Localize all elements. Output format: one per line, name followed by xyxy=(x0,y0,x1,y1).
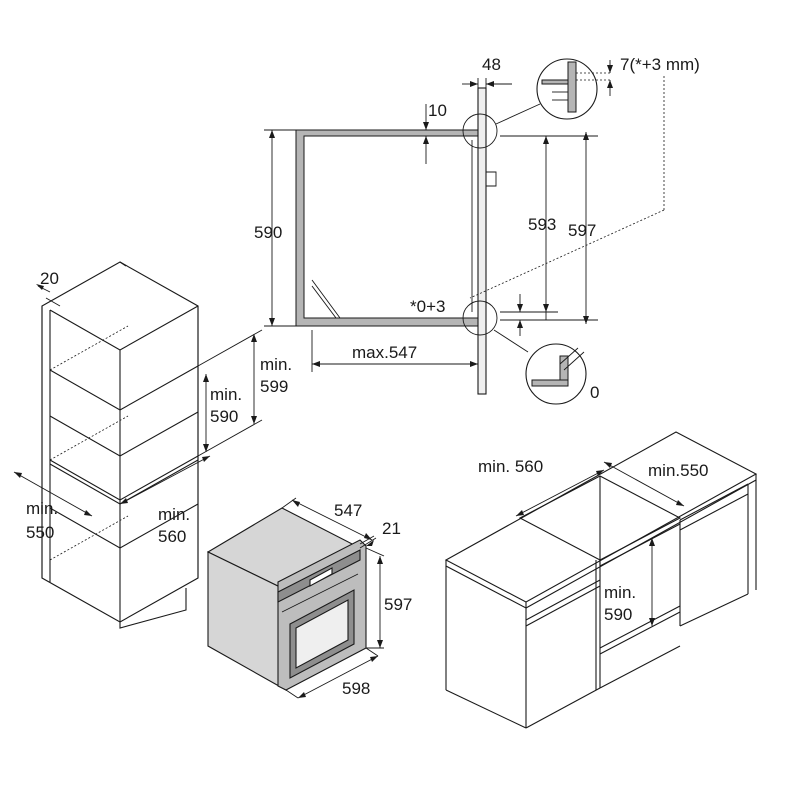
label-tall-min-599-b: 599 xyxy=(260,377,288,396)
detail-circle-bottom xyxy=(462,300,498,336)
label-tall-panel: 20 xyxy=(40,269,59,288)
label-top-depth: 10 xyxy=(428,101,447,120)
tall-unit-cabinet: 20 min. 599 min. 590 min. 550 min. 560 xyxy=(13,261,292,629)
oven-handle-section xyxy=(486,171,497,187)
leader-bottom xyxy=(493,329,529,353)
label-tall-min-590-a: min. xyxy=(210,385,242,404)
niche-section-walls xyxy=(295,129,479,327)
base-counter-unit: min. 560 min.550 min. 590 xyxy=(444,431,758,729)
niche-inner-diagonal-2 xyxy=(311,285,337,319)
label-counter-min-550: min.550 xyxy=(648,461,708,480)
oven-front-plate-section xyxy=(477,87,487,395)
label-height-593: 593 xyxy=(528,215,556,234)
label-tolerance: *0+3 xyxy=(410,297,445,316)
detail-circle-top xyxy=(462,113,498,149)
label-tall-min-590-b: 590 xyxy=(210,407,238,426)
niche-cross-section: 48 7(*+3 mm) 10 590 593 597 *0+3 max.547… xyxy=(254,55,700,405)
label-tall-min-560-b: 560 xyxy=(158,527,186,546)
oven-unit: 547 21 597 598 xyxy=(206,497,412,699)
label-tall-min-550-a: min. xyxy=(26,499,58,518)
label-tall-min-560-a: min. xyxy=(158,505,190,524)
label-counter-min-590-b: 590 xyxy=(604,605,632,624)
label-oven-width: 598 xyxy=(342,679,370,698)
leader-top xyxy=(495,103,541,125)
label-niche-height: 590 xyxy=(254,223,282,242)
label-counter-min-560: min. 560 xyxy=(478,457,543,476)
magnified-detail-bottom xyxy=(525,343,587,405)
label-tall-min-550-b: 550 xyxy=(26,523,54,542)
label-oven-panel: 21 xyxy=(382,519,401,538)
label-height-597: 597 xyxy=(568,221,596,240)
label-corner-zero: 0 xyxy=(590,383,599,402)
label-counter-min-590-a: min. xyxy=(604,583,636,602)
label-clearance-note: 7(*+3 mm) xyxy=(620,55,700,74)
label-max-depth: max.547 xyxy=(352,343,417,362)
label-oven-height: 597 xyxy=(384,595,412,614)
label-tall-min-599-a: min. xyxy=(260,355,292,374)
label-oven-depth: 547 xyxy=(334,501,362,520)
magnified-detail-top xyxy=(536,58,610,120)
niche-inner-diagonal xyxy=(311,279,341,319)
label-top-gap: 48 xyxy=(482,55,501,74)
